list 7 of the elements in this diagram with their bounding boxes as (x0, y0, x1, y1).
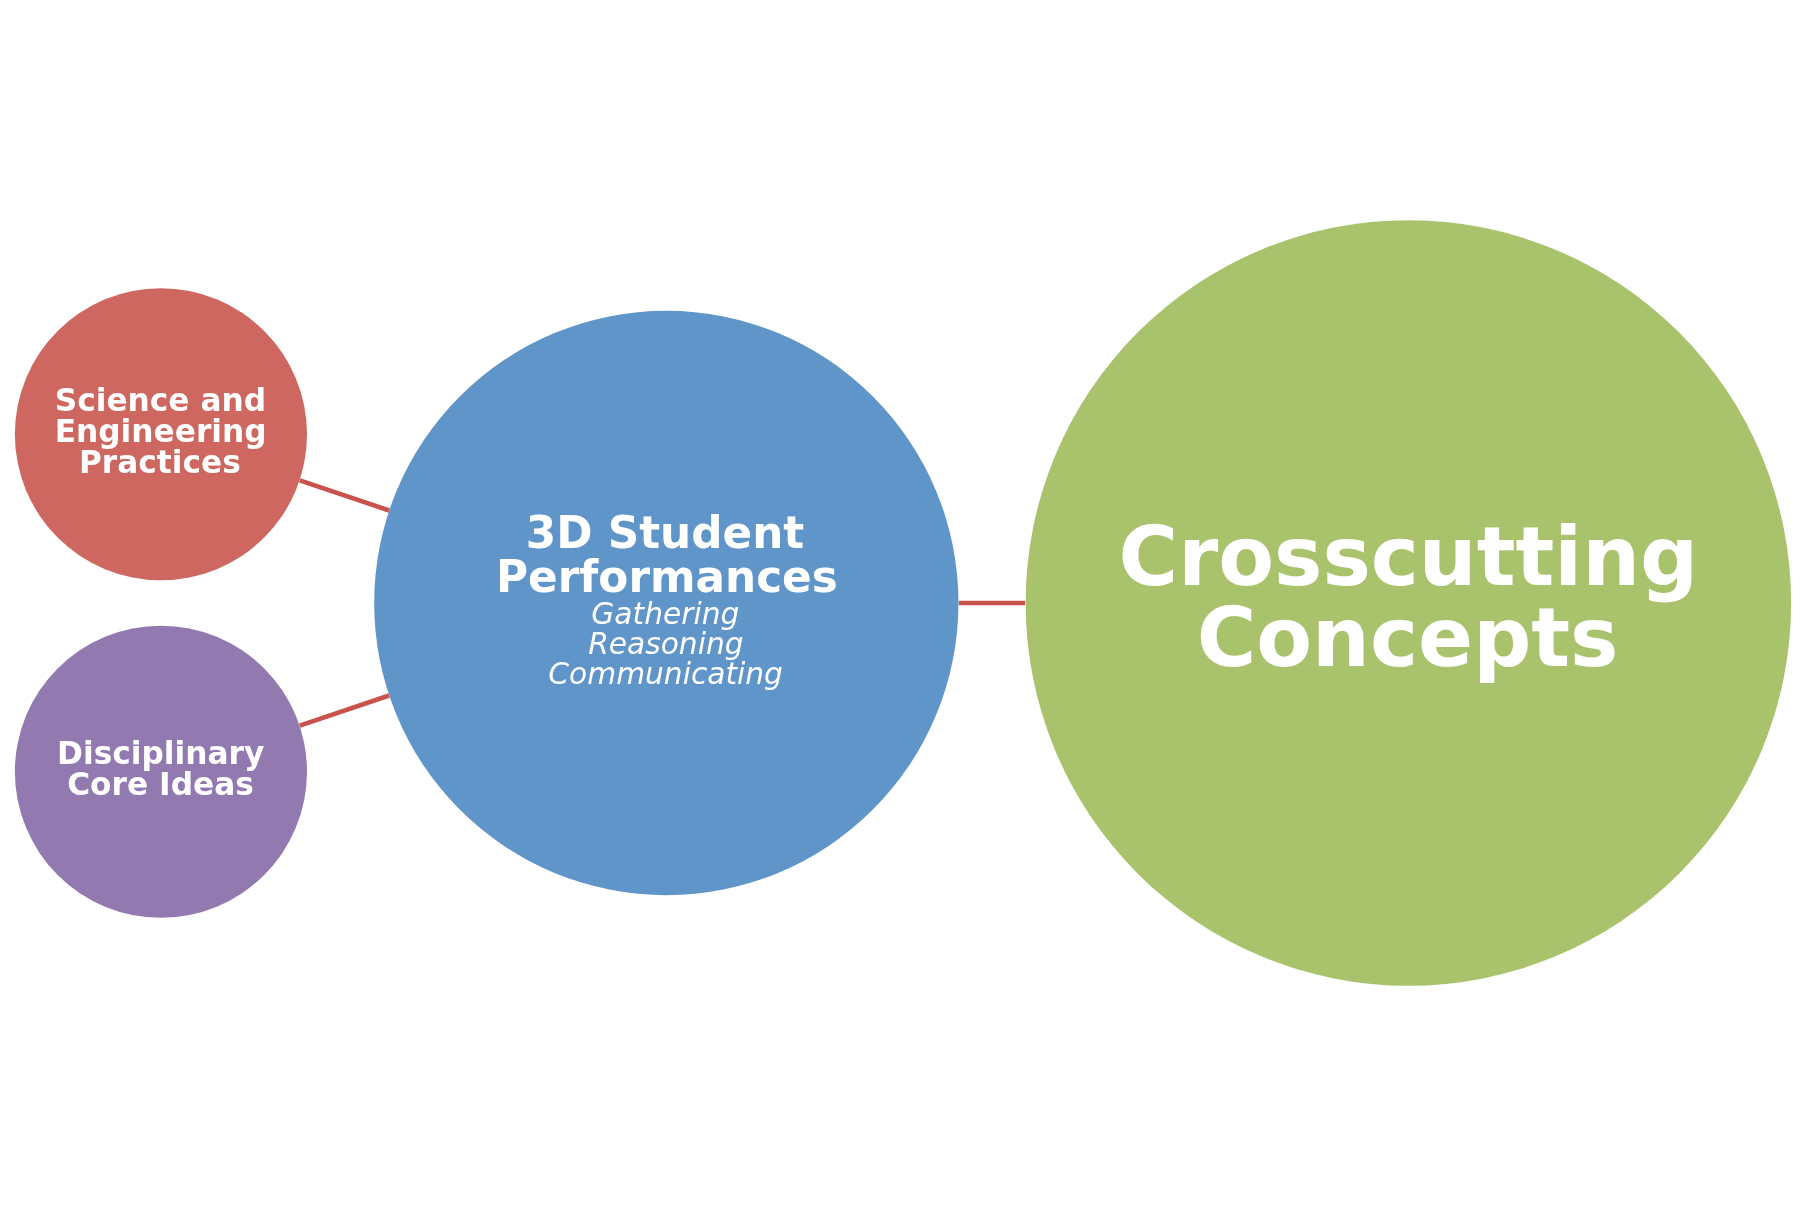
node-circle: Disciplinary Core Ideas (14, 625, 307, 918)
connector (299, 478, 390, 513)
connector (299, 693, 390, 728)
node-circle: Crosscutting Concepts (1025, 220, 1792, 986)
connector (958, 600, 1026, 606)
node-circle: 3D Student Performances Gathering Reasoning Communicating (374, 310, 959, 896)
node-circle: Science and Engineering Practices (14, 288, 307, 581)
